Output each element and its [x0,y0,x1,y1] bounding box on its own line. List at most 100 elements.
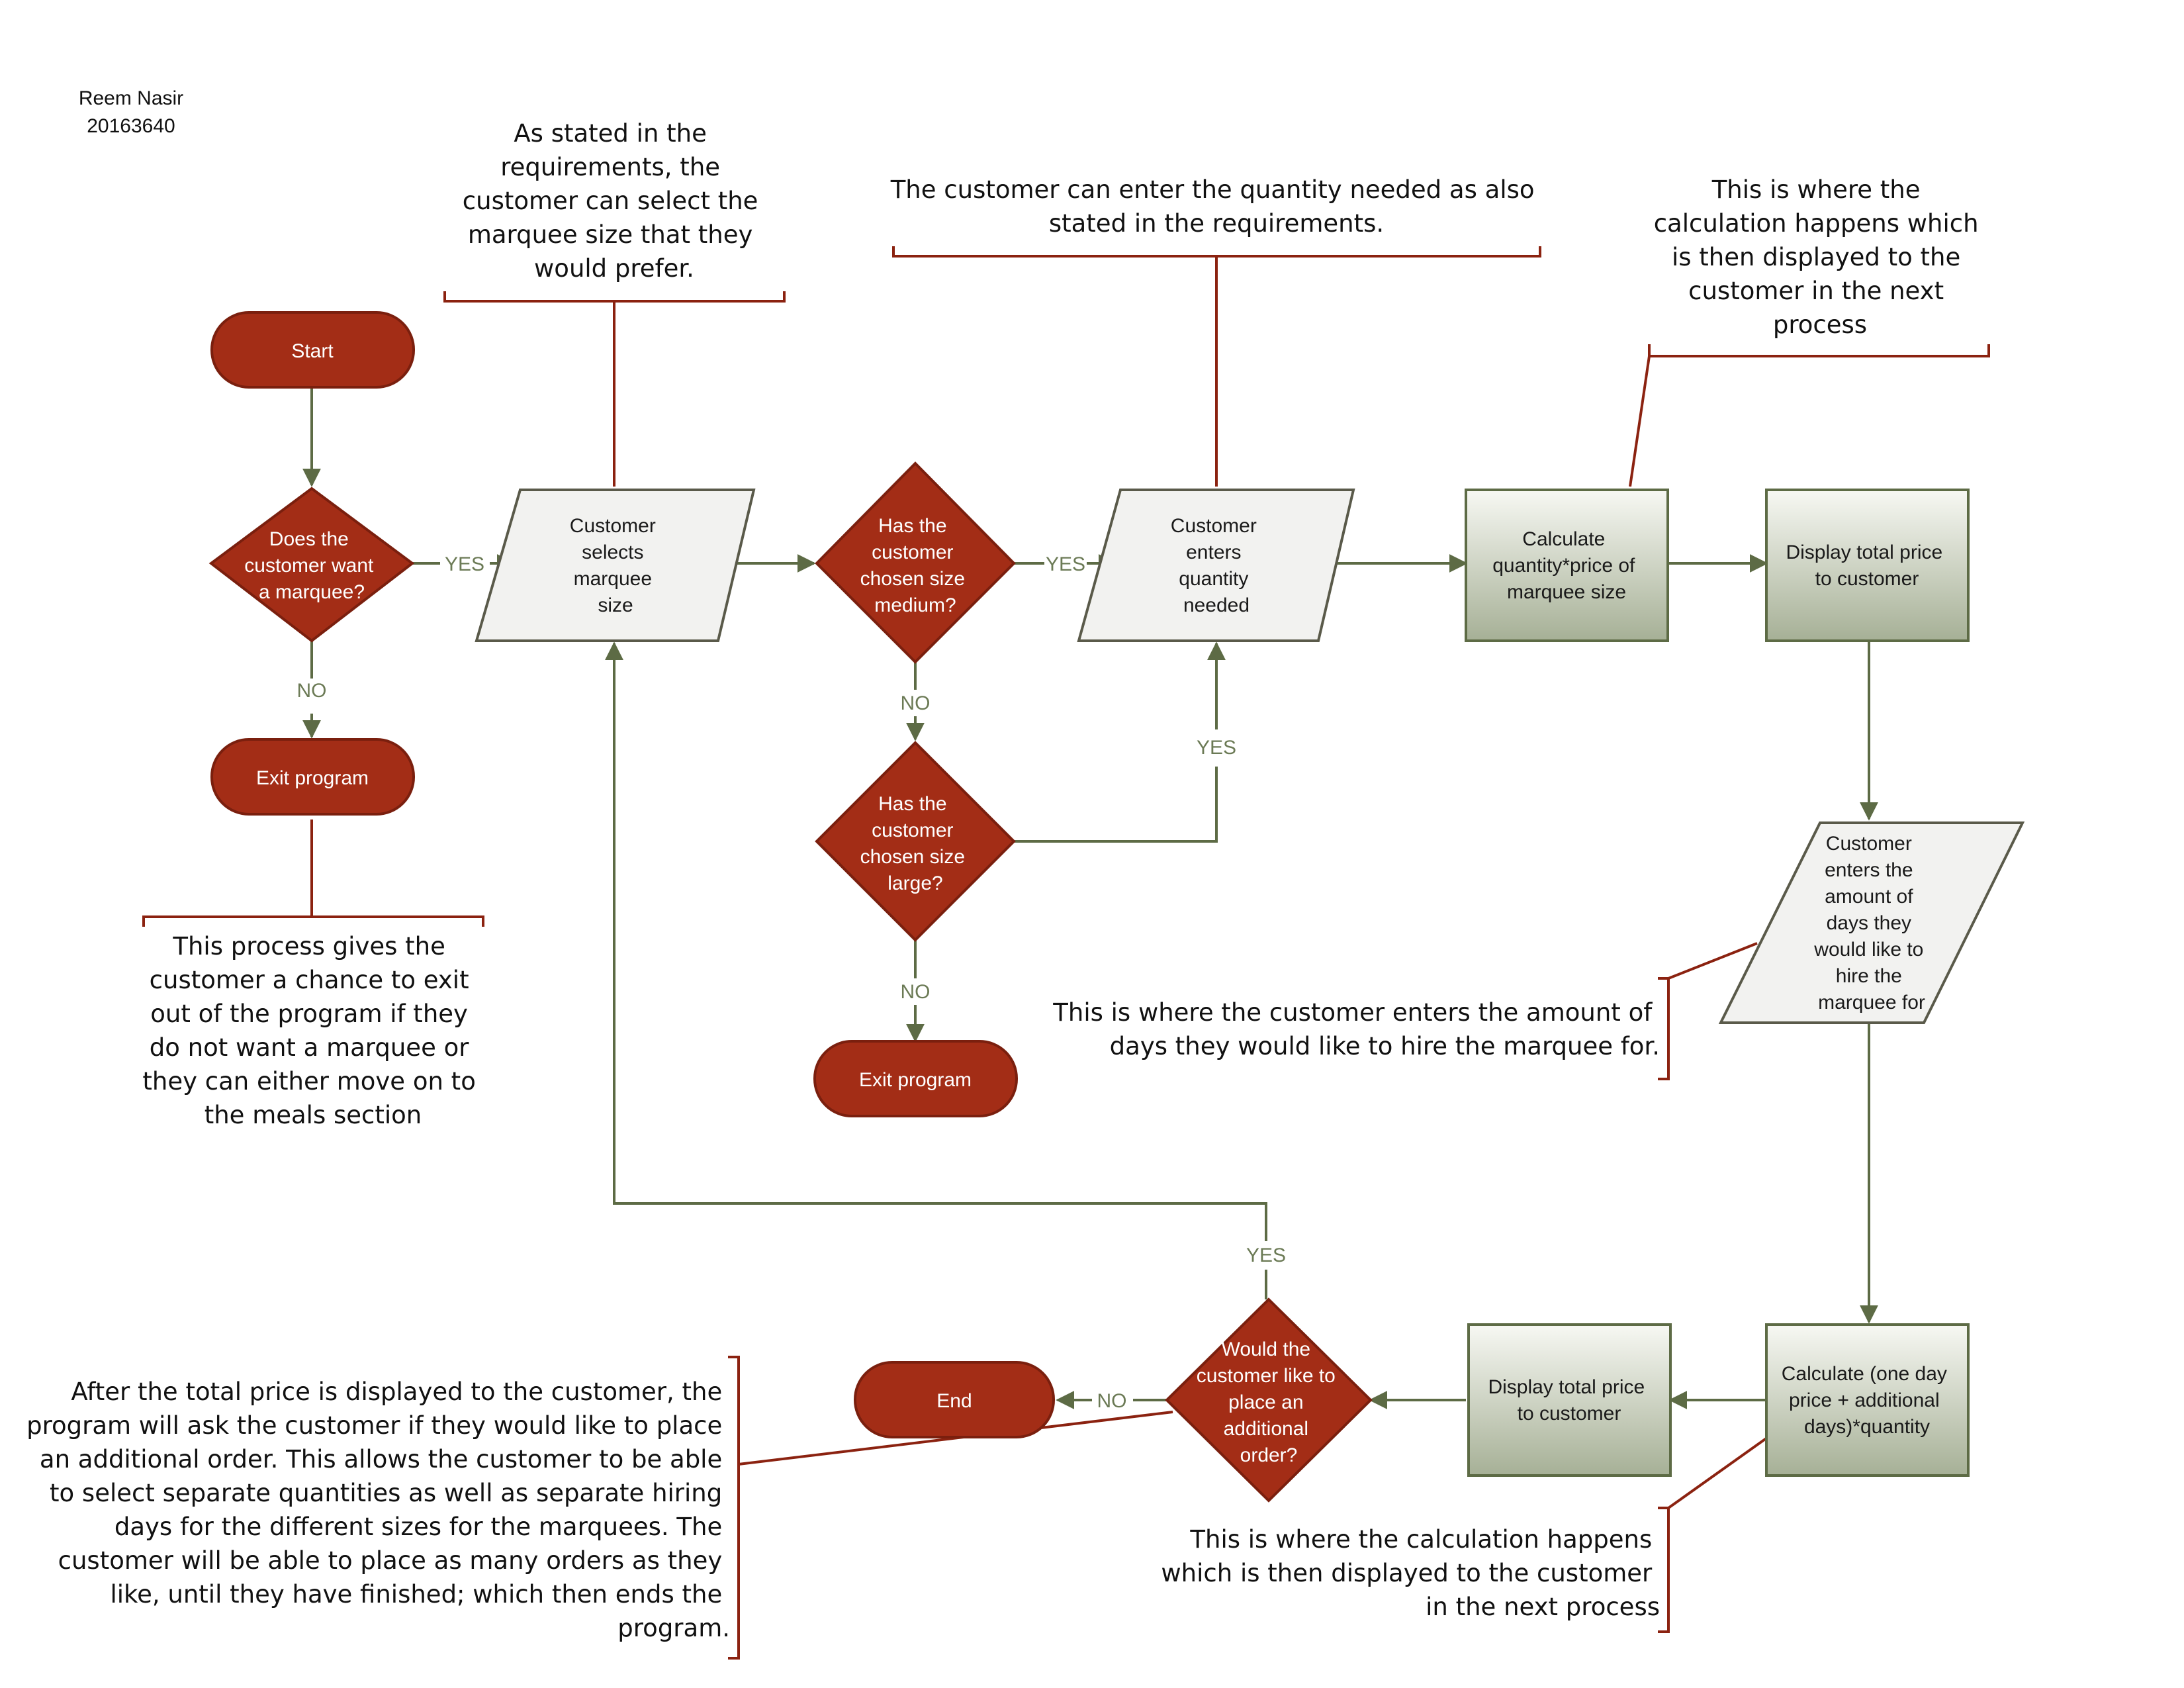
exit-program-2-label: Exit program [859,1069,972,1091]
input-enter-days: Customer enters the amount of days they … [1718,821,2025,1024]
note-marquee-size-line: would prefer. [534,254,694,283]
process-calculate-price-line: quantity*price of [1492,555,1635,577]
label-no-large: NO [901,981,931,1003]
bracket-exit [142,915,484,927]
label-yes-medium: YES [1046,553,1085,575]
input-enter-days-line: marquee for [1818,992,1925,1013]
decision-additional-order-line: additional [1224,1418,1308,1440]
label-yes-marquee: YES [445,553,484,575]
process-calculate-days-price: Calculate (one day price + additional da… [1765,1323,1970,1477]
end-terminator: End [854,1361,1055,1438]
process-calculate-price-line: marquee size [1507,581,1626,603]
leader-calculation2 [1667,1436,1768,1509]
decision-large-line: customer [872,820,953,841]
process-calculate-days-price-line: Calculate (one day [1782,1363,1947,1385]
process-calculate-days-price-line: price + additional [1789,1389,1940,1411]
svg-text:Display total price to c: Display total price to customer [1786,541,1948,590]
edge-large-to-qty [1014,767,1218,843]
decision-medium-line: Has the [878,515,946,537]
input-select-size-line: Customer [570,515,656,537]
decision-medium-line: chosen size [860,568,965,590]
note-exit-line: do not want a marquee or [150,1033,469,1062]
decision-additional-order-line: order? [1240,1444,1298,1466]
note-marquee-size-line: marquee size that they [468,220,753,249]
svg-text:Has the customer c: Has the customer chosen size medium? [860,515,971,616]
decision-want-marquee-line: customer want [244,555,374,577]
decision-want-marquee-line: Does the [269,528,349,550]
start-label: Start [291,340,334,362]
note-calculation-2-line: This is where the calculation happens [1189,1525,1652,1554]
note-marquee-size: As stated in the requirements, the custo… [463,119,766,283]
label-no-marquee: NO [297,680,327,702]
note-exit-line: the meals section [205,1101,422,1129]
note-calculation-2-line: in the next process [1426,1593,1660,1621]
note-exit-line: This process gives the [172,932,445,961]
exit-program-terminator: Exit program [210,738,415,816]
note-quantity-line: stated in the requirements. [1049,209,1384,238]
svg-text:Display total price to c: Display total price to customer [1488,1376,1650,1425]
decision-medium-line: medium? [874,594,956,616]
leader-calculation [1629,355,1651,487]
decision-want-marquee: Does the customer want a marquee? [208,487,415,643]
input-enter-days-line: Customer [1826,833,1912,855]
decision-additional-order-line: customer like to [1197,1365,1336,1387]
input-enter-quantity-line: enters [1186,541,1241,563]
svg-text:Calculate quantity*price: Calculate quantity*price of marquee size [1492,528,1640,603]
bracket-days [1658,977,1670,1080]
note-exit: This process gives the customer a chance… [142,932,483,1129]
decision-large-line: chosen size [860,846,965,868]
note-quantity-line: The customer can enter the quantity need… [890,175,1535,204]
input-enter-quantity-line: needed [1183,594,1250,616]
note-calculation-line: calculation happens which [1654,209,1979,238]
input-enter-quantity: Customer enters quantity needed [1077,489,1355,642]
svg-text:Customer selects m: Customer selects marquee size [570,515,661,616]
input-enter-quantity-line: Customer [1171,515,1257,537]
input-enter-quantity-line: quantity [1179,568,1248,590]
input-select-size-line: marquee [574,568,652,590]
note-additional-order: After the total price is displayed to th… [26,1378,730,1642]
bracket-calculation2 [1658,1507,1670,1633]
note-additional-order-line: to select separate quantities as well as… [50,1479,722,1507]
note-days: This is where the customer enters the am… [1052,998,1660,1060]
label-no-medium: NO [901,692,931,714]
start-terminator: Start [210,311,415,389]
svg-text:Calculate (one day price: Calculate (one day price + additional da… [1782,1363,1953,1438]
note-calculation-2: This is where the calculation happens wh… [1161,1525,1660,1621]
decision-medium: Has the customer chosen size medium? [815,461,1016,664]
note-calculation-2-line: which is then displayed to the customer [1161,1559,1653,1587]
process-display-price-2-line: to customer [1518,1403,1621,1425]
input-enter-days-line: would like to [1813,939,1923,961]
note-marquee-size-line: customer can select the [463,187,758,215]
input-enter-days-line: amount of [1825,886,1913,908]
note-additional-order-line: an additional order. This allows the cus… [40,1445,722,1474]
process-display-price: Display total price to customer [1765,489,1970,642]
process-display-price-line: to customer [1815,568,1919,590]
note-additional-order-line: After the total price is displayed to th… [71,1378,722,1406]
svg-text:Has the customer c: Has the customer chosen size large? [860,793,971,894]
note-marquee-size-line: As stated in the [514,119,707,148]
note-exit-line: customer a chance to exit [150,966,469,994]
bracket-calculation [1648,344,1990,357]
decision-additional-order: Would the customer like to place an addi… [1165,1297,1373,1503]
input-enter-days-line: days they [1827,912,1911,934]
label-yes-additional: YES [1246,1244,1286,1266]
note-quantity: The customer can enter the quantity need… [890,175,1543,238]
decision-medium-line: customer [872,541,953,563]
callout-brackets [142,246,1990,1660]
decision-want-marquee-line: a marquee? [259,581,365,603]
note-exit-line: out of the program if they [150,1000,468,1028]
process-calculate-days-price-line: days)*quantity [1804,1416,1930,1438]
note-marquee-size-line: requirements, the [500,153,720,181]
exit-program-label: Exit program [256,767,369,789]
author-id: 20163640 [87,115,175,137]
note-days-line: This is where the customer enters the am… [1052,998,1653,1027]
note-calculation: This is where the calculation happens wh… [1654,175,1987,339]
process-display-price-2: Display total price to customer [1467,1323,1672,1477]
note-additional-order-line: customer will be able to place as many o… [58,1546,723,1575]
input-select-size: Customer selects marquee size [475,489,756,642]
input-enter-days-line: enters the [1825,859,1913,881]
label-yes-large: YES [1197,737,1236,759]
svg-text:Customer enters the: Customer enters the amount of days they … [1813,833,1929,1013]
svg-text:Customer enters qu: Customer enters quantity needed [1171,515,1262,616]
